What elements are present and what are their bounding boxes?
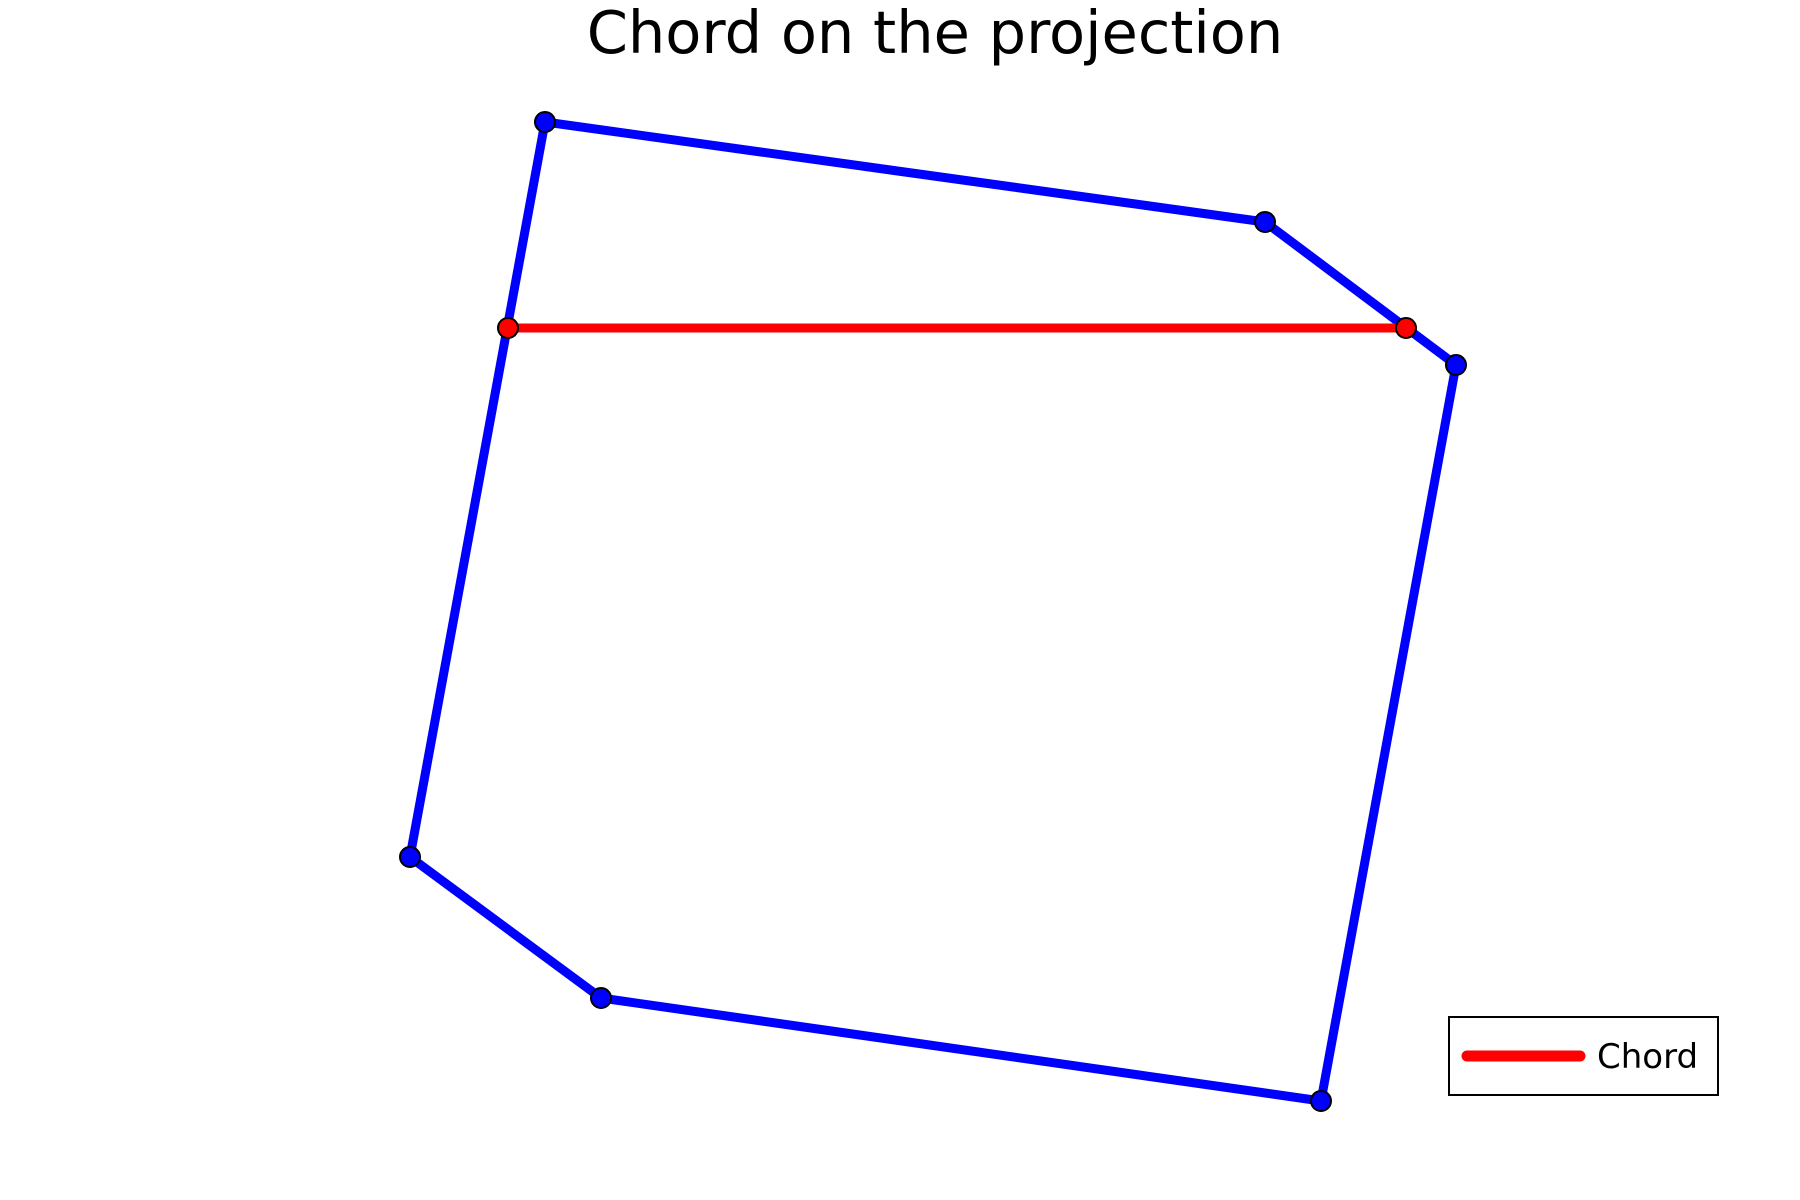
legend: Chord [1448,1016,1719,1096]
polygon-vertex-6 [399,846,421,868]
polygon-vertex-1 [534,111,556,133]
chord-vertex-1 [497,317,519,339]
polygon-vertex-3 [1445,354,1467,376]
chord-vertex-2 [1395,317,1417,339]
chart-title: Chord on the projection [587,0,1284,67]
legend-label-chord: Chord [1597,1037,1698,1077]
polygon-vertex-4 [1310,1090,1332,1112]
polygon-vertex-5 [590,987,612,1009]
plot-area [399,111,1467,1112]
polygon-vertex-2 [1254,211,1276,233]
